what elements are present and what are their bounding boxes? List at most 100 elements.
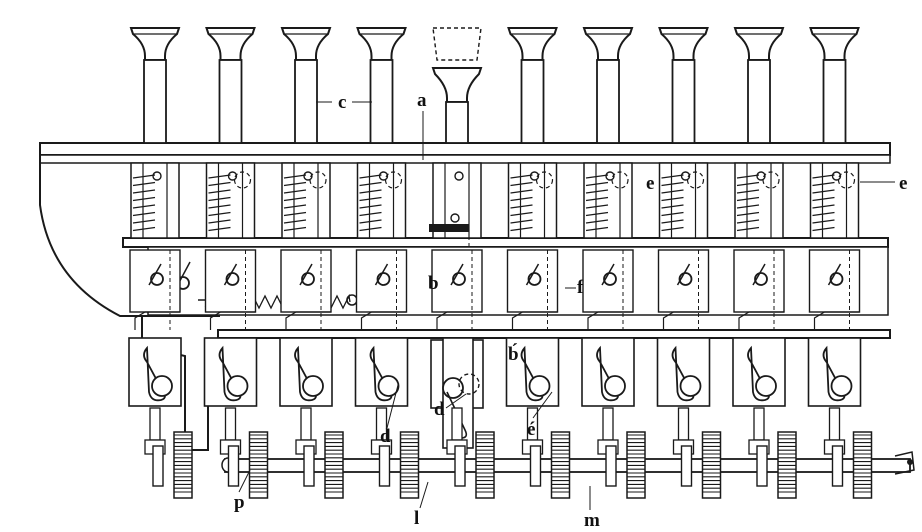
key-units <box>128 27 873 499</box>
key-unit <box>203 27 269 499</box>
shaft-collar <box>378 445 391 487</box>
connecting-rod <box>224 407 237 441</box>
label-b-prime: b́ <box>508 343 519 365</box>
shaft-collar <box>529 445 542 487</box>
gear-teeth <box>853 434 872 493</box>
label-e-1: e <box>646 173 654 194</box>
spring-pin <box>680 171 691 181</box>
pawl-box <box>204 249 257 313</box>
cam-roller <box>302 375 324 397</box>
gear-teeth <box>325 434 343 493</box>
spring-housing <box>130 162 180 239</box>
key-cap-rest-outline <box>432 27 482 61</box>
key-unit <box>581 27 646 499</box>
key-unit <box>656 27 722 499</box>
spring-pin <box>529 171 540 181</box>
spring-pin <box>303 171 313 181</box>
key-cap <box>582 27 634 61</box>
gear-teeth <box>778 434 796 493</box>
key-stem <box>822 59 847 144</box>
key-stem <box>596 59 620 144</box>
connecting-rod <box>300 407 312 441</box>
shaft-collar <box>605 445 617 487</box>
pawl-lever <box>676 263 691 286</box>
pawl-box <box>355 249 408 313</box>
connecting-rod <box>753 407 765 441</box>
cam-roller <box>830 375 853 397</box>
pawl-pivot <box>376 272 391 286</box>
pawl-box <box>733 249 785 313</box>
latch-hook <box>436 311 482 330</box>
connecting-rod <box>451 407 463 441</box>
gear-teeth <box>627 434 645 493</box>
shaft-collar <box>227 445 240 487</box>
pawl-pivot <box>301 272 315 286</box>
pawl-lever <box>525 263 540 286</box>
pawl-pivot <box>678 272 693 286</box>
leader-d-1 <box>386 384 399 429</box>
label-c: c <box>338 92 346 113</box>
key-stem <box>218 59 243 144</box>
cam-roller <box>679 375 702 397</box>
pawl-box <box>506 249 559 313</box>
key-unit <box>279 27 344 499</box>
spring-pin <box>605 171 615 181</box>
top-guide-bar-inner <box>39 154 891 164</box>
key-cap <box>507 27 558 61</box>
pawl-pivot <box>527 272 542 286</box>
pawl-box <box>808 249 861 313</box>
pawl-box <box>657 249 710 313</box>
cam-roller <box>377 375 400 397</box>
shaft-collar <box>152 445 164 487</box>
pawl-box <box>280 249 332 313</box>
coil-spring <box>585 174 609 232</box>
label-d-2: d <box>434 399 445 420</box>
spring-pin <box>756 171 766 181</box>
spring-pin <box>227 171 238 181</box>
label-a: a <box>417 90 427 111</box>
compressed-spring <box>429 224 469 232</box>
coil-spring <box>736 174 760 232</box>
pawl-box <box>582 249 634 313</box>
key-stem <box>369 59 394 144</box>
key-cap <box>658 27 709 61</box>
key-unit <box>429 27 495 499</box>
label-b: b <box>428 273 439 294</box>
shaft-collar <box>454 445 466 487</box>
pawl-lever <box>148 263 162 286</box>
connecting-rod <box>602 407 614 441</box>
top-guide-bar <box>39 142 891 156</box>
shaft-collar <box>756 445 768 487</box>
leader-l <box>419 481 429 509</box>
coil-spring <box>208 174 231 232</box>
pawl-lever <box>223 263 238 286</box>
cam-roller <box>528 375 551 397</box>
shaft-end-right-hole <box>907 459 913 465</box>
pawl-pivot <box>829 272 844 286</box>
ratchet-circle <box>762 171 780 189</box>
cam-roller <box>151 375 173 397</box>
spring-pin <box>831 171 842 181</box>
ratchet-circle <box>611 171 629 189</box>
spring-pin-lower <box>450 213 460 223</box>
ratchet-circle <box>686 171 705 189</box>
cam-roller-rest <box>458 373 480 395</box>
label-e-2: e <box>899 173 907 194</box>
coil-spring <box>812 174 835 232</box>
key-stem <box>747 59 771 144</box>
pawl-pivot <box>603 272 617 286</box>
key-stem <box>671 59 696 144</box>
label-f: f <box>577 277 584 298</box>
left-housing <box>39 155 220 317</box>
gear-teeth <box>551 434 570 493</box>
pawl-pivot <box>754 272 768 286</box>
leader-d-2 <box>445 393 467 409</box>
latch-hook <box>738 311 784 330</box>
shaft-collar <box>831 445 844 487</box>
cam-roller <box>226 375 249 397</box>
shaft-collar <box>303 445 315 487</box>
coil-spring <box>283 174 307 232</box>
connecting-rod <box>149 407 161 441</box>
key-unit <box>505 27 571 499</box>
